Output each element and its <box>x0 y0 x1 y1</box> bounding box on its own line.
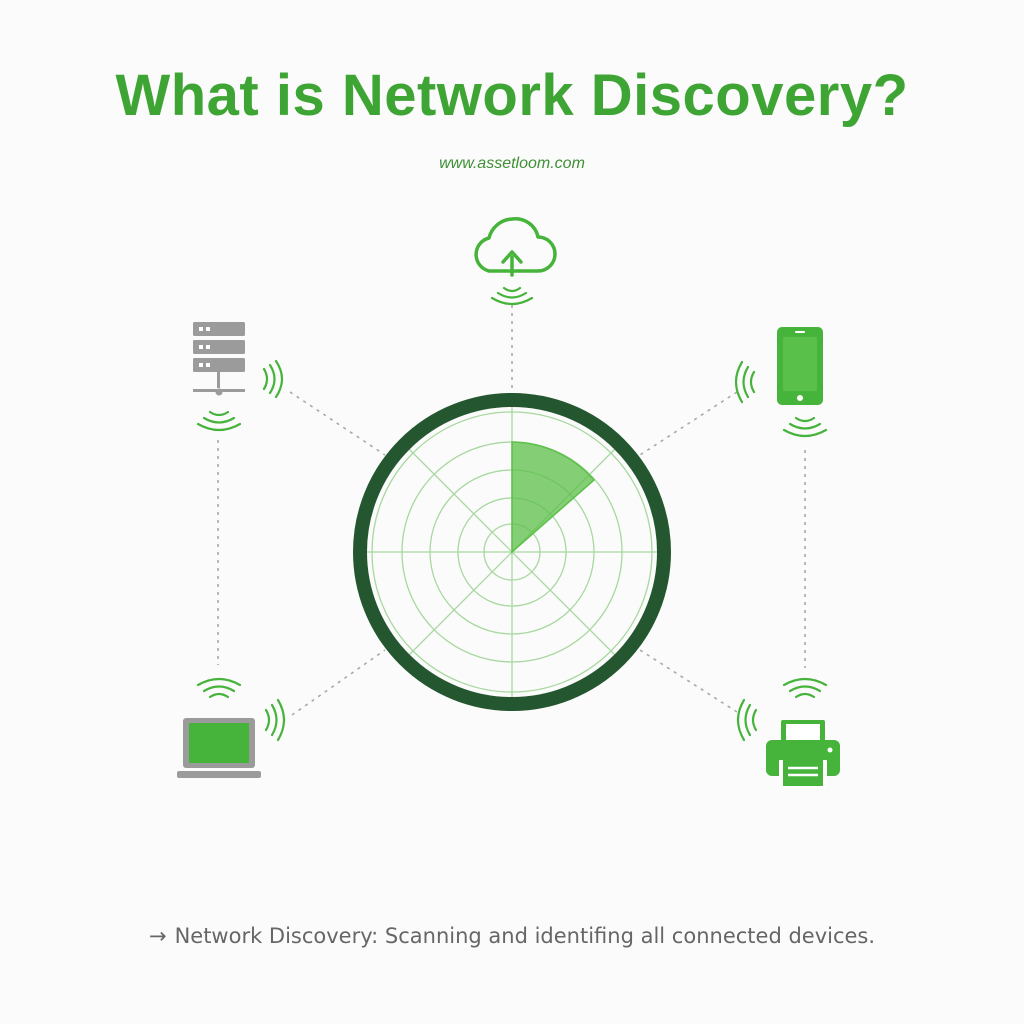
wifi-waves-icon <box>736 677 828 742</box>
wifi-waves-icon <box>734 360 828 438</box>
smartphone-device <box>734 327 828 438</box>
wifi-waves-icon <box>196 677 286 742</box>
connector-server <box>289 391 386 456</box>
server-icon <box>193 322 245 396</box>
caption: → Network Discovery: Scanning and identif… <box>0 924 1024 948</box>
cloud-upload-icon <box>474 216 557 277</box>
printer-icon <box>766 720 840 788</box>
laptop-device <box>177 677 286 778</box>
server-device <box>193 322 284 432</box>
laptop-screen <box>189 723 249 763</box>
caption-text: Network Discovery: Scanning and identifi… <box>174 924 876 948</box>
connectors <box>217 305 806 716</box>
arrow-right-icon: → <box>148 924 167 948</box>
website-url: www.assetloom.com <box>439 155 585 172</box>
wifi-waves-icon <box>196 359 284 432</box>
printer-device <box>736 677 840 788</box>
connector-smartphone <box>639 391 738 456</box>
cloud-device <box>474 216 557 306</box>
connector-laptop <box>291 649 386 716</box>
smartphone-screen <box>783 337 817 391</box>
radar-ring <box>353 393 671 711</box>
radar-sweep <box>511 441 596 554</box>
radar <box>353 393 671 711</box>
page-title: What is Network Discovery? <box>115 63 909 128</box>
laptop-icon <box>177 718 261 778</box>
smartphone-icon <box>777 327 823 405</box>
wifi-waves-icon <box>490 286 534 306</box>
connector-printer <box>639 649 738 713</box>
